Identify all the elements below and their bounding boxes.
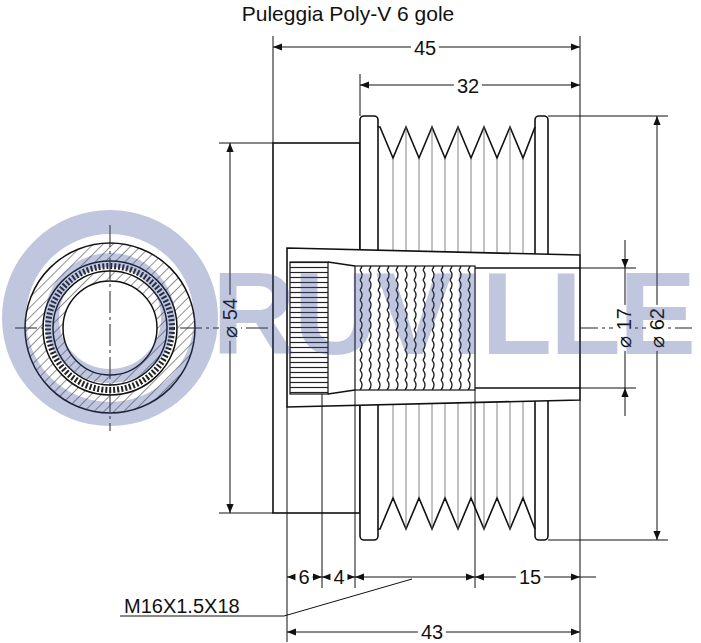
drawing-stroke xyxy=(548,116,668,117)
drawing-stroke xyxy=(523,158,524,255)
drawing-stroke xyxy=(355,266,475,390)
drawing-stroke xyxy=(625,388,626,416)
drawing-stroke xyxy=(484,127,485,255)
drawing-stroke xyxy=(580,577,596,578)
drawing-stroke xyxy=(475,390,476,588)
dimension-value: 43 xyxy=(418,621,446,643)
drawing-stroke xyxy=(273,36,274,143)
drawing-stroke xyxy=(120,579,412,616)
drawing-stroke xyxy=(432,127,433,255)
drawing-stroke xyxy=(14,222,206,414)
drawing-stroke xyxy=(580,388,636,389)
drawing-stroke xyxy=(393,158,394,255)
drawing-stroke xyxy=(445,158,446,255)
drawing-stroke xyxy=(219,143,273,144)
dimension-value: 4 xyxy=(330,566,347,588)
dimension-value: 6 xyxy=(295,566,312,588)
drawing-stroke xyxy=(52,260,168,376)
drawing-stroke xyxy=(322,394,323,588)
diameter-value: ⌀ 54 xyxy=(219,295,241,341)
drawing-stroke xyxy=(475,387,580,389)
diameter-value: ⌀ 62 xyxy=(646,305,668,351)
drawing-stroke xyxy=(445,400,446,498)
drawing-stroke xyxy=(406,400,407,529)
drawing-stroke xyxy=(432,400,433,529)
drawing-stroke xyxy=(290,262,328,394)
drawing-stroke xyxy=(328,262,355,266)
drawing-stroke xyxy=(360,74,361,116)
drawing-stroke xyxy=(510,127,511,255)
drawing-stroke xyxy=(378,498,535,529)
drawing-stroke xyxy=(548,540,668,541)
drawing-stroke xyxy=(625,240,626,268)
drawing-stroke xyxy=(406,127,407,255)
drawing-stroke xyxy=(378,127,535,158)
extension-lines xyxy=(219,36,668,642)
drawing-stroke xyxy=(328,390,355,394)
drawing-stroke xyxy=(355,390,356,588)
drawing-stroke xyxy=(510,400,511,529)
drawing-stroke xyxy=(580,36,581,255)
drawing-stroke xyxy=(523,400,524,498)
drawing-stroke xyxy=(471,158,472,255)
drawing-stroke xyxy=(419,400,420,498)
drawing-stroke xyxy=(287,248,580,407)
drawing-stroke xyxy=(497,400,498,498)
dimension-lines xyxy=(120,47,657,632)
drawing-stroke xyxy=(419,158,420,255)
drawing-stroke xyxy=(484,400,485,529)
drawing-stroke xyxy=(110,225,111,431)
dimension-value: 15 xyxy=(516,566,544,588)
drawing-stroke xyxy=(497,158,498,255)
drawing-stroke xyxy=(580,400,581,642)
thread-spec: M16X1.5X18 xyxy=(124,596,240,616)
drawing-stroke xyxy=(287,407,288,642)
drawing-stroke xyxy=(580,268,636,269)
drawing-stroke xyxy=(355,577,475,578)
drawing-stroke xyxy=(393,400,394,498)
pulley-body xyxy=(273,116,580,540)
diameter-value: ⌀ 17 xyxy=(613,305,635,351)
dimension-value: 45 xyxy=(411,37,439,59)
dimension-value: 32 xyxy=(454,75,482,97)
drawing-stroke xyxy=(475,267,580,269)
section-view xyxy=(25,225,195,431)
drawing-stroke xyxy=(458,400,459,529)
drawing-title: Puleggia Poly-V 6 gole xyxy=(242,3,454,24)
drawing-stroke xyxy=(219,513,273,514)
drawing-stroke xyxy=(458,127,459,255)
drawing-stroke xyxy=(471,400,472,498)
